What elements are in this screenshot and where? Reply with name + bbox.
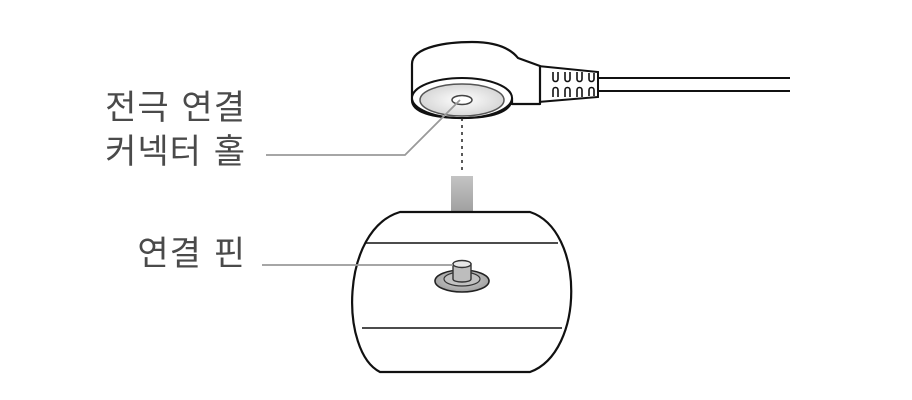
electrode-connector (410, 40, 542, 120)
connector-hole-label-line2: 커넥터 홀 (105, 132, 246, 172)
cable-strain-relief (537, 64, 599, 104)
connector-hole-label-line1: 전극 연결 (105, 88, 246, 128)
connector-hole-label: 전극 연결 커넥터 홀 (105, 86, 246, 174)
connection-pin (434, 259, 490, 293)
cable (598, 77, 790, 92)
leader-line-connector-hole (266, 99, 461, 156)
connector-hole (451, 94, 473, 106)
connection-pin-label: 연결 핀 (137, 234, 246, 274)
